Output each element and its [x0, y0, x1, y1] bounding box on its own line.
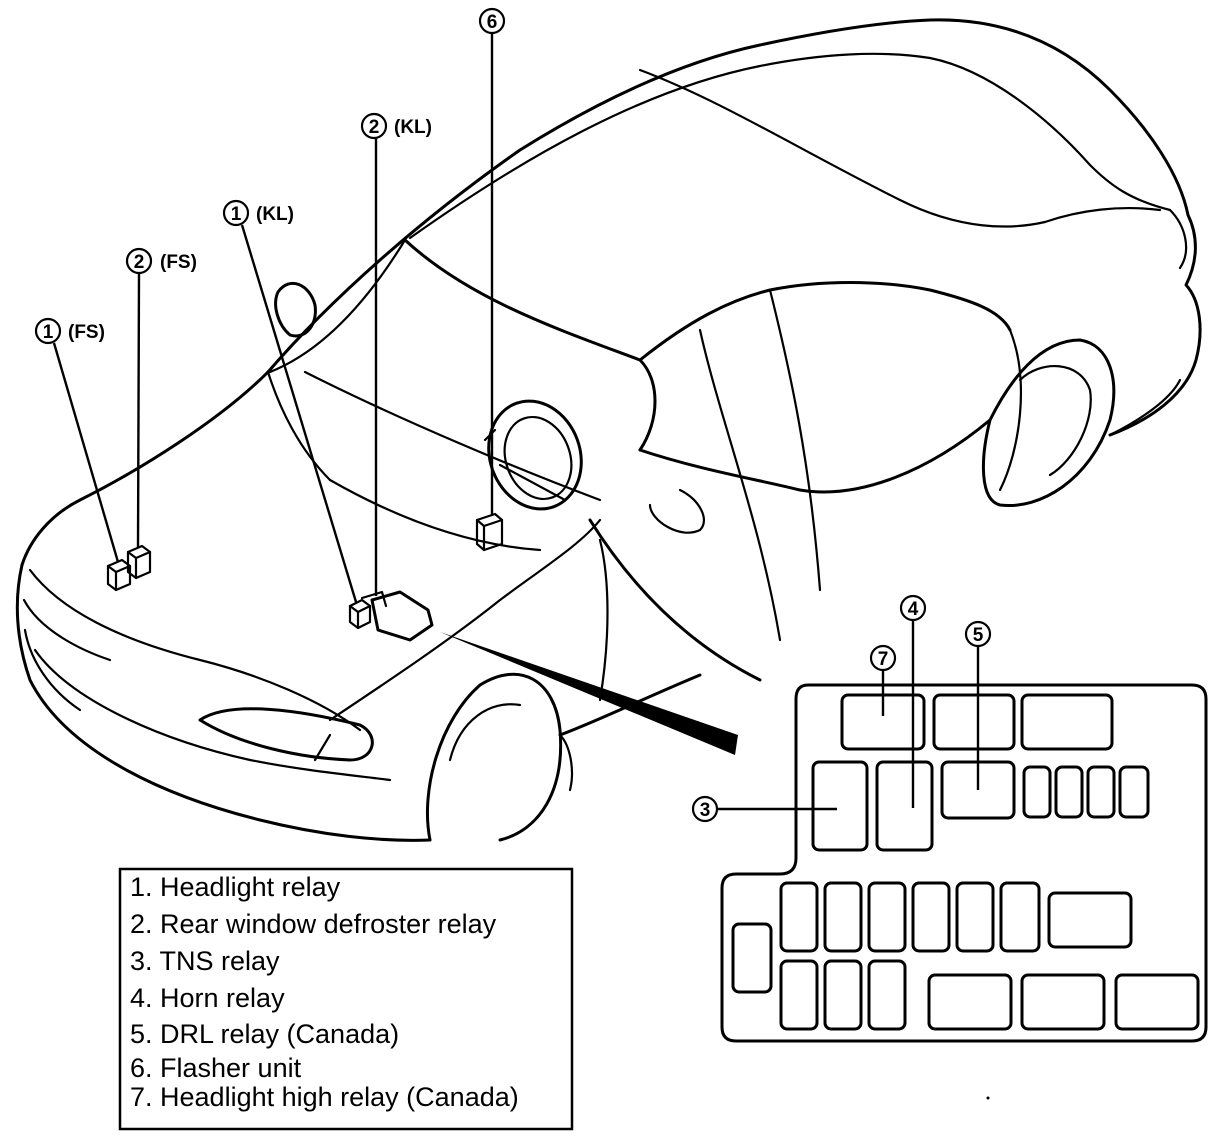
- legend-item-5: 5. DRL relay (Canada): [130, 1019, 399, 1049]
- zoom-pointer: [440, 632, 738, 755]
- callout-2-kl: 2 (KL): [360, 112, 432, 596]
- legend-box: 1. Headlight relay 2. Rear window defros…: [118, 867, 574, 1131]
- slot-relay-3: [811, 760, 869, 852]
- callout-number: 7: [878, 649, 889, 670]
- callout-tag: (KL): [256, 204, 294, 225]
- fuse-slot: [823, 959, 863, 1031]
- callout-4: 4: [899, 594, 927, 808]
- fuse-slot: [999, 881, 1041, 953]
- slot: [927, 973, 1013, 1031]
- callout-7: 7: [869, 644, 897, 716]
- flasher-unit: [475, 512, 504, 552]
- callout-tag: (KL): [394, 117, 432, 138]
- fuse-slot: [955, 881, 995, 953]
- relay-1-fs: [106, 558, 132, 592]
- slot: [932, 693, 1016, 751]
- relay-2-fs: [126, 544, 152, 580]
- slot: [1114, 973, 1200, 1031]
- callout-number: 2: [369, 117, 380, 138]
- callout-number: 1: [43, 322, 54, 343]
- relay-1-kl: [348, 598, 372, 630]
- fuse-slot: [1022, 765, 1052, 819]
- callout-number: 3: [700, 800, 711, 821]
- callout-number: 5: [973, 625, 984, 646]
- fuse-slot: [1054, 765, 1084, 819]
- callout-number: 2: [134, 252, 145, 273]
- callout-number: 6: [487, 12, 498, 33]
- slot: [1020, 973, 1106, 1031]
- callout-1-kl: 1 (KL): [222, 199, 358, 603]
- callout-3: 3: [691, 795, 837, 823]
- fuse-slot: [779, 881, 819, 953]
- legend-item-2: 2. Rear window defroster relay: [130, 909, 497, 939]
- callout-tag: (FS): [68, 322, 105, 343]
- callout-1-fs: 1 (FS): [34, 317, 120, 563]
- legend-item-3: 3. TNS relay: [130, 946, 280, 976]
- fuse-slot: [911, 881, 951, 953]
- car-illustration: [15, 18, 1202, 842]
- fuse-slot: [1086, 765, 1116, 819]
- slot: [1020, 693, 1114, 751]
- callout-5: 5: [964, 620, 992, 790]
- legend-item-6: 6. Flasher unit: [130, 1053, 302, 1083]
- fuse-slot: [1118, 765, 1150, 819]
- main-fuse-block: [360, 590, 434, 642]
- legend-item-1: 1. Headlight relay: [130, 872, 341, 902]
- fuse-slot: [823, 881, 863, 953]
- slot-relay-4: [875, 760, 934, 852]
- fuse-slot: [867, 959, 907, 1031]
- fuse-slot: [731, 922, 773, 994]
- callout-2-fs: 2 (FS): [125, 247, 197, 549]
- legend-item-4: 4. Horn relay: [130, 983, 285, 1013]
- callout-6: 6: [478, 7, 506, 516]
- speck: [986, 1096, 990, 1100]
- fuse-slot: [779, 959, 819, 1031]
- legend-item-7: 7. Headlight high relay (Canada): [130, 1082, 519, 1112]
- fuse-slot: [867, 881, 907, 953]
- relay-box-detail: [720, 683, 1208, 1043]
- callout-number: 1: [231, 204, 242, 225]
- callout-tag: (FS): [160, 252, 197, 273]
- callout-number: 4: [908, 599, 919, 620]
- slot: [1047, 891, 1133, 949]
